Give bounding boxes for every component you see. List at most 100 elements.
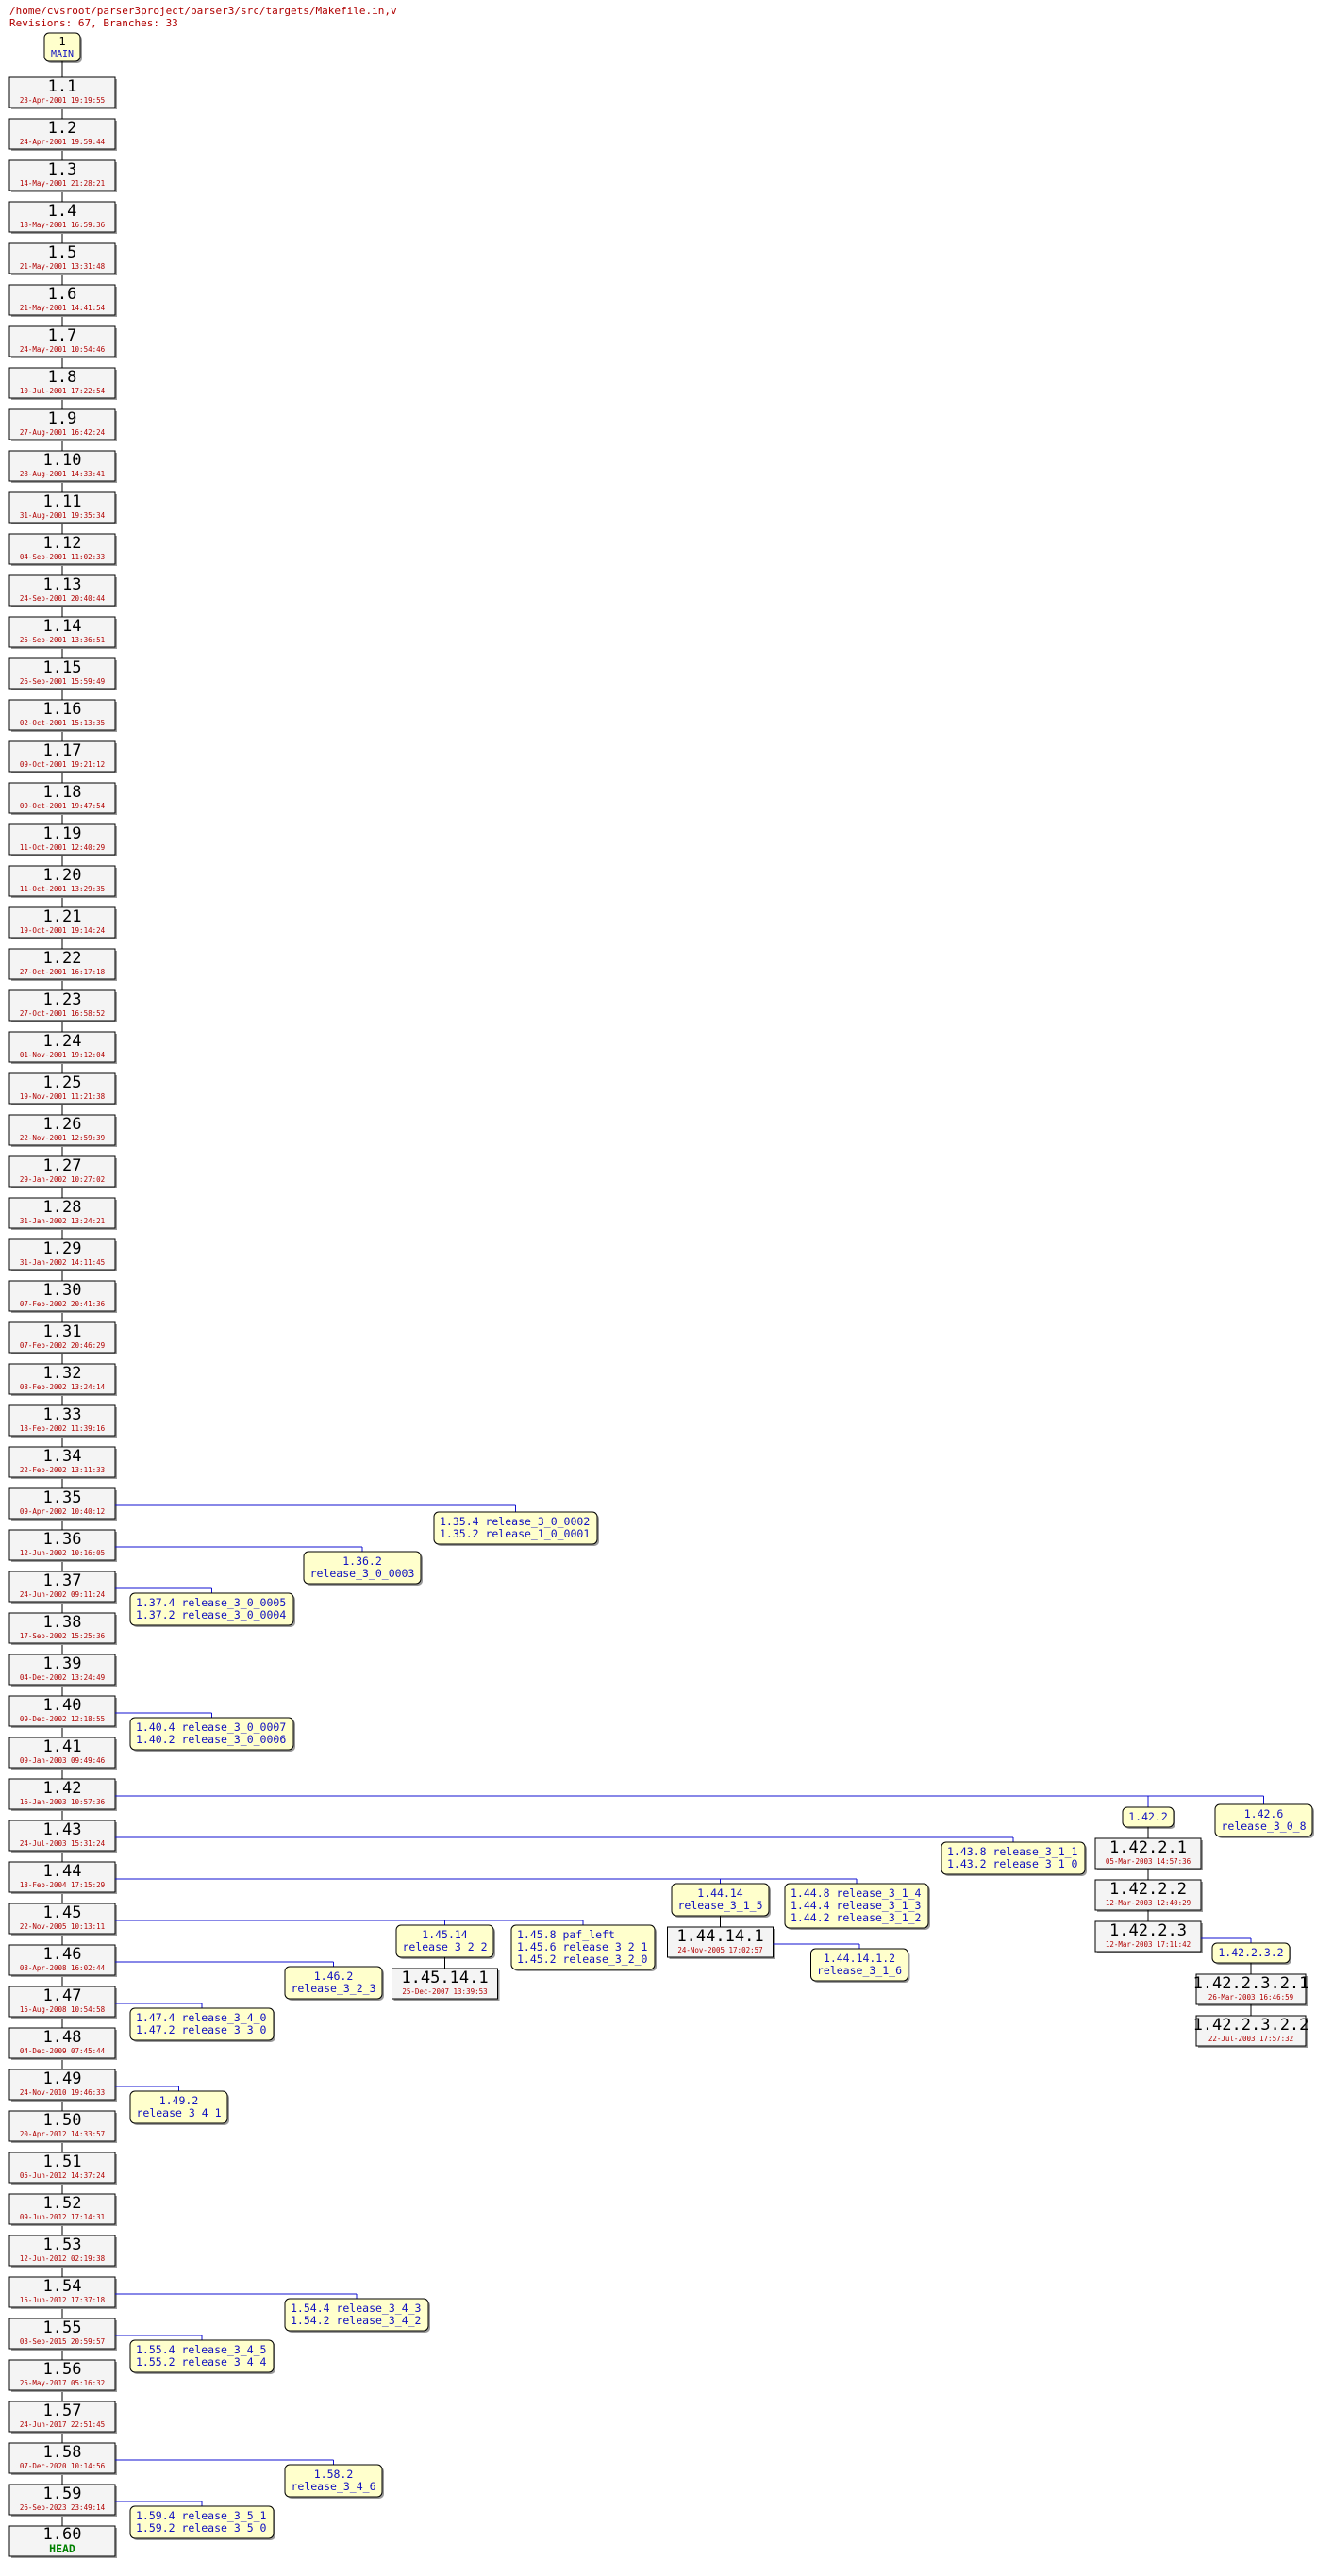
revision-number: 1.22: [43, 949, 82, 968]
branch-tag[interactable]: 1.55.4 release_3_4_51.55.2 release_3_4_4: [129, 2339, 275, 2374]
revision-node[interactable]: 1.42.2.3.2.126-Mar-2003 16:46:59: [1193, 1973, 1309, 2006]
branch-tag[interactable]: 1.54.4 release_3_4_31.54.2 release_3_4_2: [284, 2298, 430, 2333]
revision-node[interactable]: 1.224-Apr-2001 19:59:44: [8, 118, 117, 151]
revision-number: 1.50: [43, 2111, 82, 2130]
revision-node[interactable]: 1.123-Apr-2001 19:19:55: [8, 76, 117, 109]
revision-box: [8, 1571, 116, 1603]
revision-node[interactable]: 1.724-May-2001 10:54:46: [8, 325, 117, 358]
revision-box: [8, 2235, 116, 2267]
revision-number: 1.37: [43, 1571, 82, 1590]
branch-tag[interactable]: 1.42.2.3.2: [1211, 1942, 1291, 1965]
revision-node[interactable]: 1.418-May-2001 16:59:36: [8, 201, 117, 234]
branch-tag[interactable]: 1.59.4 release_3_5_11.59.2 release_3_5_0: [129, 2505, 275, 2540]
branch-tag[interactable]: 1.43.8 release_3_1_11.43.2 release_3_1_0: [941, 1841, 1087, 1876]
branch-tag[interactable]: 1.47.4 release_3_4_01.47.2 release_3_3_0: [129, 2007, 275, 2042]
revision-date: 24-Jun-2002 09:11:24: [20, 1590, 106, 1599]
revision-node[interactable]: 1.810-Jul-2001 17:22:54: [8, 367, 117, 400]
revision-date: 09-Jan-2003 09:49:46: [20, 1756, 106, 1765]
revision-node[interactable]: 1.521-May-2001 13:31:48: [8, 242, 117, 275]
revision-node[interactable]: 1.42.2.312-Mar-2003 17:11:42: [1094, 1920, 1203, 1953]
revision-node[interactable]: 1.42.2.105-Mar-2003 14:57:36: [1094, 1837, 1203, 1870]
revision-node[interactable]: 1.927-Aug-2001 16:42:24: [8, 408, 117, 441]
revision-node[interactable]: 1.42.2.3.2.222-Jul-2003 17:57:32: [1193, 2015, 1309, 2048]
revision-node[interactable]: 1.44.14.124-Nov-2005 17:02:57: [667, 1926, 775, 1959]
revision-number: 1.42.2.1: [1109, 1838, 1187, 1857]
revision-number: 1.16: [43, 700, 82, 719]
revision-node[interactable]: 1.42.2.212-Mar-2003 12:40:29: [1094, 1879, 1203, 1912]
branch-tag[interactable]: 1.42.2: [1122, 1806, 1175, 1829]
revision-node[interactable]: 1.314-May-2001 21:28:21: [8, 159, 117, 192]
revision-number: 1.35: [43, 1488, 82, 1507]
branch-tag[interactable]: 1.44.8 release_3_1_41.44.4 release_3_1_3…: [784, 1883, 930, 1930]
revision-node[interactable]: 1.45.14.125-Dec-2007 13:39:53: [392, 1968, 500, 2001]
revision-node[interactable]: 1.621-May-2001 14:41:54: [8, 284, 117, 317]
revision-date: 24-Nov-2010 19:46:33: [20, 2088, 105, 2097]
revision-box: [8, 2359, 116, 2391]
